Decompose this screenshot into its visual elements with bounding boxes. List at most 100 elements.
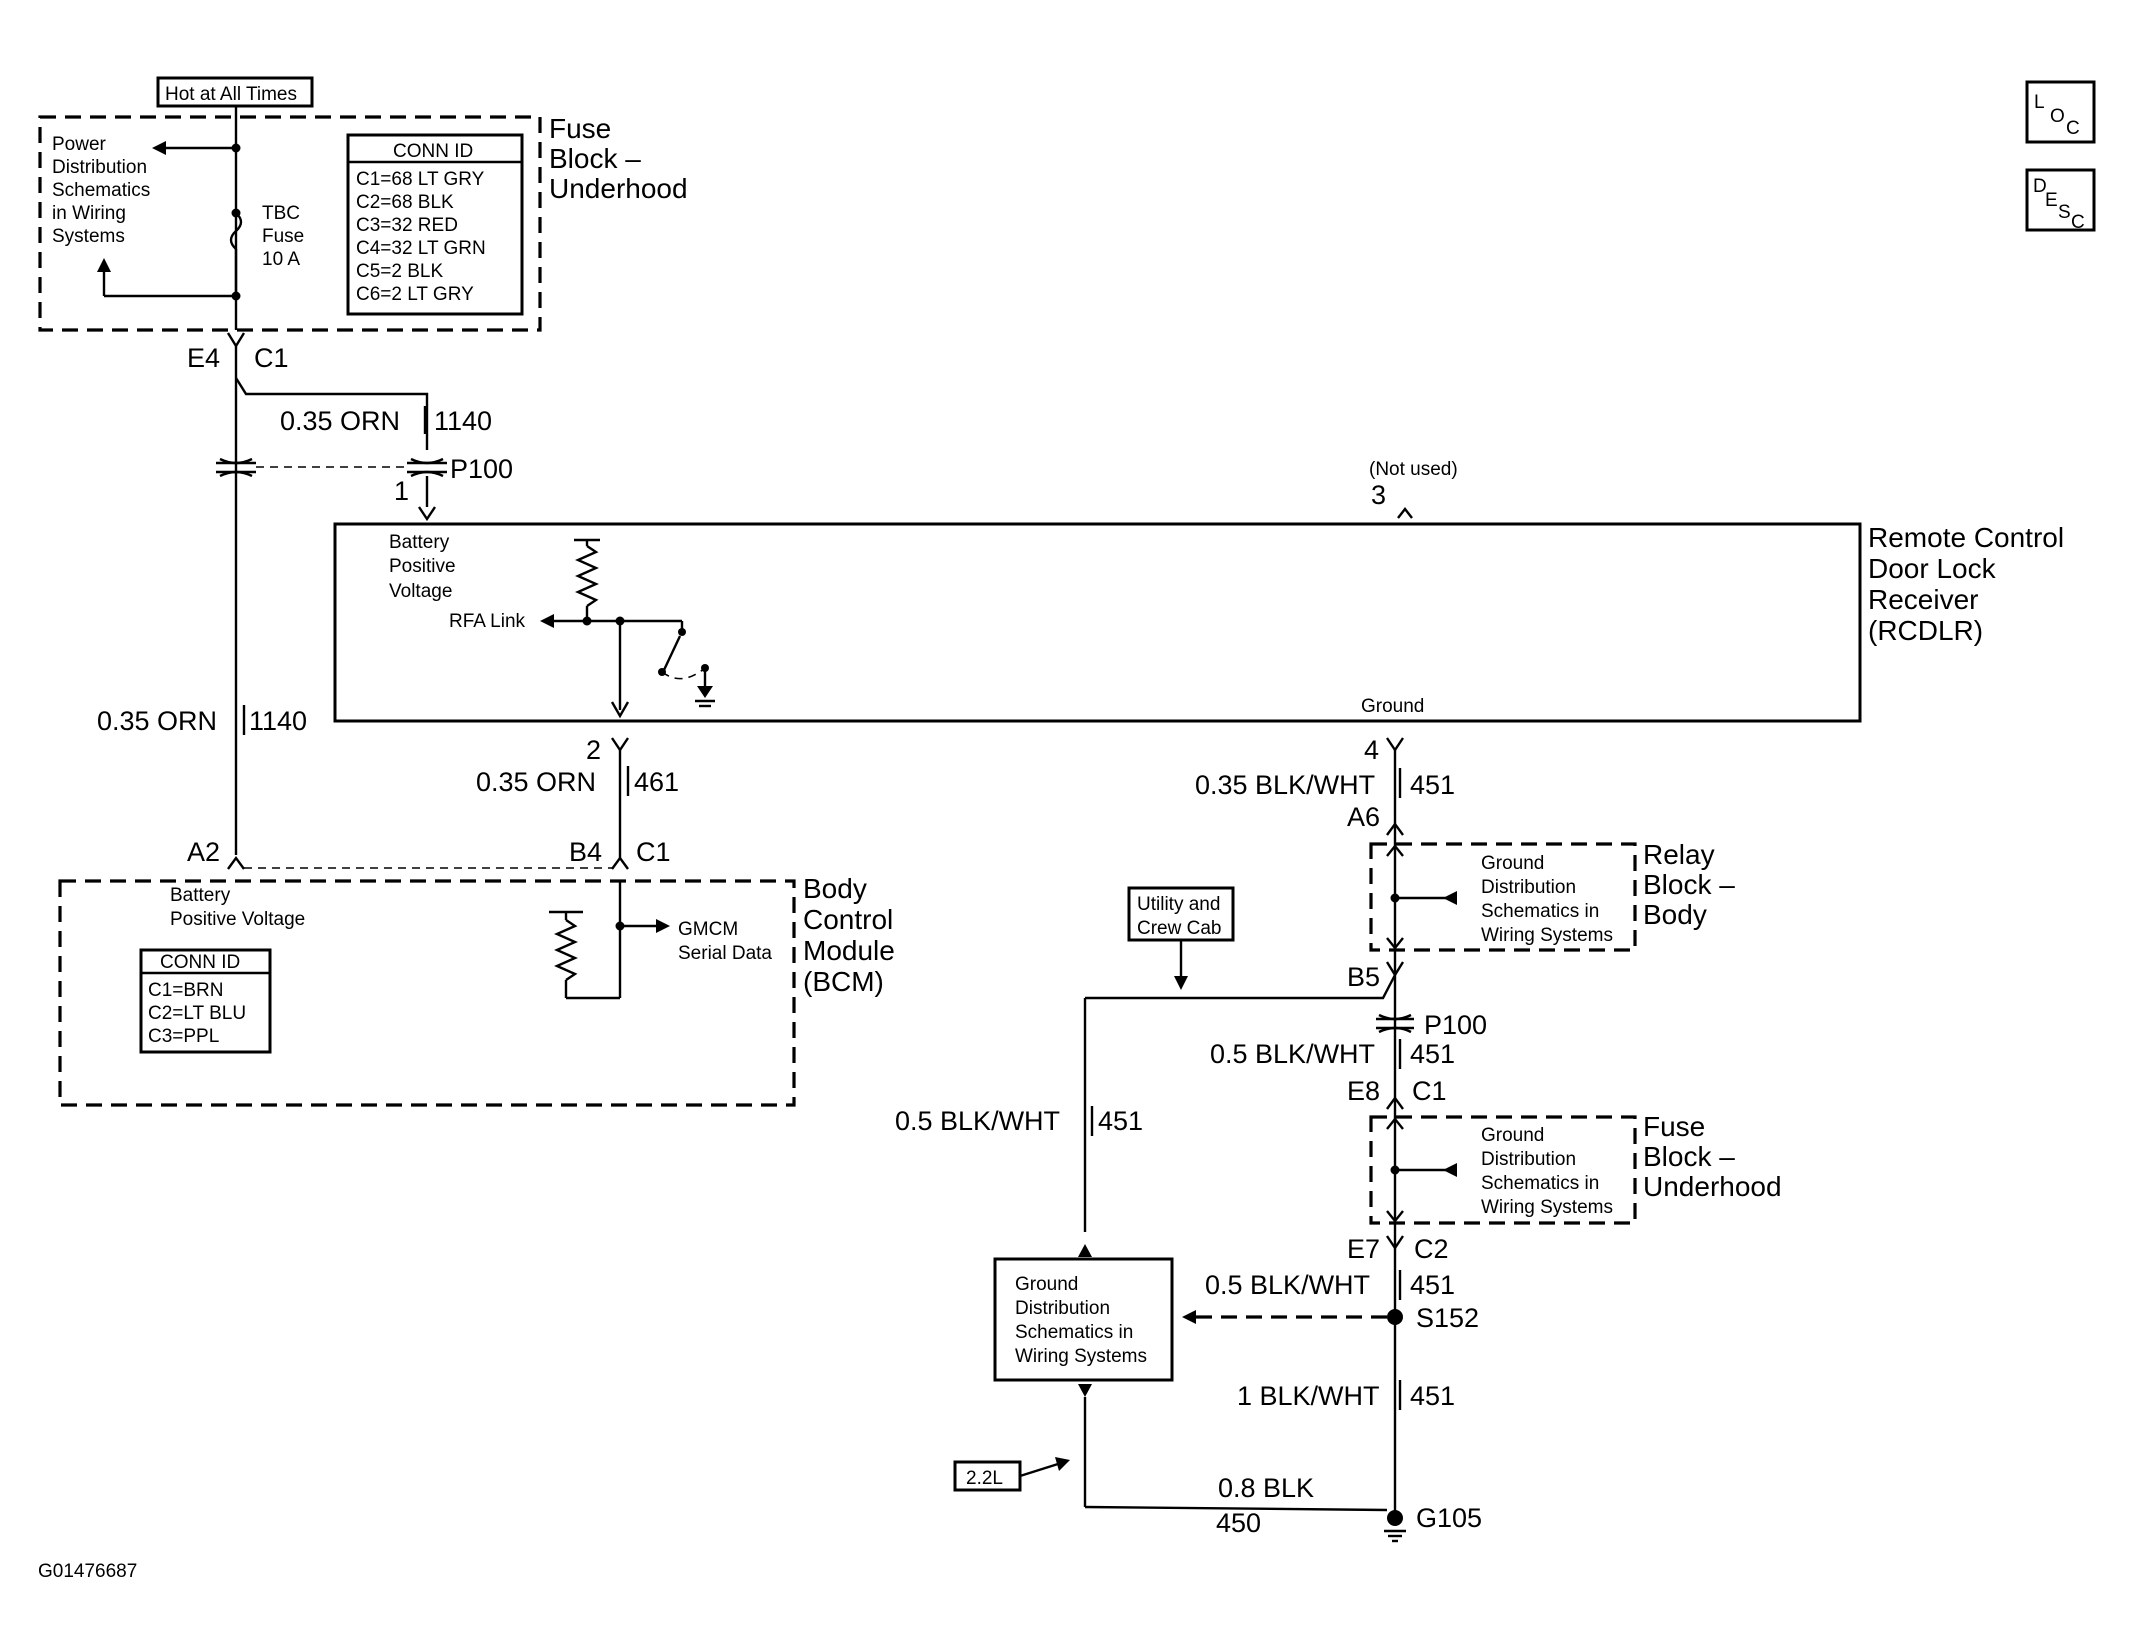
ground-distribution-branch: Utility and Crew Cab 0.5 BLK/WHT 451 Gro… (895, 886, 1388, 1538)
power-distribution-label: Power Distribution Schematics in Wiring … (52, 134, 155, 247)
conn-id-table-bcm (139, 948, 272, 1054)
wire-blk-circuit: 450 (1216, 1508, 1261, 1538)
connector-p100-right: P100 (1424, 1010, 1487, 1040)
arrow-left-icon (152, 141, 166, 155)
svg-text:D: D (2033, 176, 2047, 197)
switch-icon (662, 635, 682, 671)
connector-p100-top: P100 (450, 454, 513, 484)
svg-text:L: L (2034, 92, 2045, 113)
gmcm-serial-data-label: GMCM Serial Data (678, 919, 772, 964)
utility-crew-cab-label: Utility and Crew Cab (1137, 894, 1226, 939)
connector-icon (611, 737, 629, 753)
connector-icon (1386, 821, 1404, 836)
rcdlr-module: Remote Control Door Lock Receiver (RCDLR… (333, 459, 2064, 723)
bcm-title: Body Control Module (BCM) (803, 873, 903, 997)
ground-symbol-icon (695, 686, 715, 708)
svg-text:C: C (2071, 212, 2085, 233)
wire-461: 2 0.35 ORN 461 (476, 735, 679, 860)
fuse-block-top-title: Fuse Block – Underhood (549, 113, 688, 204)
p100-splice-icon (216, 457, 447, 478)
wire-gnd1-gauge: 0.35 BLK/WHT (1195, 770, 1375, 800)
connector-b4: B4 (569, 837, 602, 867)
resistor-icon (554, 919, 578, 981)
loc-icon[interactable]: L O C (2025, 80, 2096, 144)
connector-icon (227, 855, 245, 870)
pin-1: 1 (394, 476, 409, 506)
wire-top-gauge: 0.35 ORN (280, 406, 400, 436)
p100-splice-icon (1376, 1013, 1414, 1034)
connector-c1-right: C1 (1412, 1076, 1447, 1106)
ground-distribution-box (993, 1257, 1174, 1382)
wire-mid-circuit: 461 (634, 767, 679, 797)
ground-g105 (1387, 1510, 1403, 1526)
fuse-block-bottom-border (1369, 1115, 1637, 1225)
connector-icon (1386, 1235, 1404, 1251)
arrow-left-icon (1443, 891, 1457, 905)
wire-gnd1-circuit: 451 (1410, 770, 1455, 800)
bcm-conn-id-title: CONN ID (160, 952, 240, 973)
wire-gnd4-circuit: 451 (1410, 1381, 1455, 1411)
rcdlr-ground-label: Ground (1361, 696, 1424, 717)
connector-e7: E7 (1347, 1234, 1380, 1264)
arrow-left-icon (540, 614, 554, 628)
arrow-up-icon (97, 258, 111, 272)
connector-a6: A6 (1347, 802, 1380, 832)
arrow-right-icon (1055, 1457, 1070, 1471)
bcm-conn-id-list: C1=BRN C2=LT BLU C3=PPL (148, 980, 251, 1047)
connector-icon (418, 506, 436, 522)
tbc-fuse-label: TBC Fuse 10 A (262, 203, 310, 270)
connector-icon (1386, 737, 1404, 753)
svg-text:O: O (2050, 106, 2065, 127)
svg-text:S: S (2058, 202, 2071, 223)
wire-left-circuit: 1140 (249, 706, 307, 736)
connector-c2: C2 (1414, 1234, 1449, 1264)
arrow-left-icon (1443, 1163, 1457, 1177)
arrow-up-icon (1078, 1244, 1092, 1257)
rfa-link-label: RFA Link (449, 611, 526, 632)
wire-gnd2-gauge: 0.5 BLK/WHT (1210, 1039, 1375, 1069)
connector-s152: S152 (1416, 1303, 1479, 1333)
fuse-block-bottom-title: Fuse Block – Underhood (1643, 1111, 1782, 1202)
wire-mid-gauge: 0.35 ORN (476, 767, 596, 797)
wire-1140: E4 C1 0.35 ORN 1140 P100 1 0.35 ORN 1140 (97, 332, 513, 855)
wire-utility-circuit: 451 (1098, 1106, 1143, 1136)
arrow-down-icon (1078, 1384, 1092, 1397)
figure-id: G01476687 (38, 1561, 137, 1582)
wire-gnd3-circuit: 451 (1410, 1270, 1455, 1300)
pin-3: 3 (1371, 480, 1386, 510)
relay-ground-distribution-label: Ground Distribution Schematics in Wiring… (1481, 853, 1613, 946)
desc-icon[interactable]: D E S C (2025, 168, 2096, 233)
connector-icon (1397, 507, 1413, 519)
utility-crew-cab-box (1127, 886, 1235, 942)
connector-icon (226, 332, 246, 349)
arrow-right-icon (656, 919, 670, 933)
fuse-ground-distribution-label: Ground Distribution Schematics in Wiring… (1481, 1125, 1613, 1218)
wire-gnd2-circuit: 451 (1410, 1039, 1455, 1069)
rcdlr-box (333, 522, 1862, 723)
connector-c1-top: C1 (254, 343, 289, 373)
connector-a2: A2 (187, 837, 220, 867)
connector-b5: B5 (1347, 962, 1380, 992)
connector-e4: E4 (187, 343, 220, 373)
ground-circuit-451: 4 0.35 BLK/WHT 451 A6 Ground Distributio… (1085, 735, 1782, 1543)
engine-2-2l-label: 2.2L (966, 1468, 1003, 1489)
relay-block-title: Relay Block – Body (1643, 839, 1743, 930)
connector-e8: E8 (1347, 1076, 1380, 1106)
arrow-down-icon (1174, 976, 1188, 990)
splice-s152 (1387, 1309, 1403, 1325)
wire-blk-gauge: 0.8 BLK (1218, 1473, 1314, 1503)
connector-g105: G105 (1416, 1503, 1482, 1533)
fuse-symbol-icon (229, 212, 243, 250)
resistor-icon (575, 545, 599, 607)
not-used-label: (Not used) (1369, 459, 1458, 480)
relay-block-border (1369, 842, 1637, 952)
body-control-module: A2 B4 C1 Body Control Module (BCM) Batte… (58, 837, 903, 1107)
svg-text:C: C (2066, 118, 2080, 139)
conn-id-table-top (346, 133, 524, 316)
fuse-block-top-border (38, 115, 542, 332)
fuse-block-underhood-top: Hot at All Times Power Distribution Sche… (38, 76, 688, 332)
wire-gnd4-gauge: 1 BLK/WHT (1237, 1381, 1380, 1411)
connector-icon (1386, 1095, 1404, 1110)
wire-left-gauge: 0.35 ORN (97, 706, 217, 736)
